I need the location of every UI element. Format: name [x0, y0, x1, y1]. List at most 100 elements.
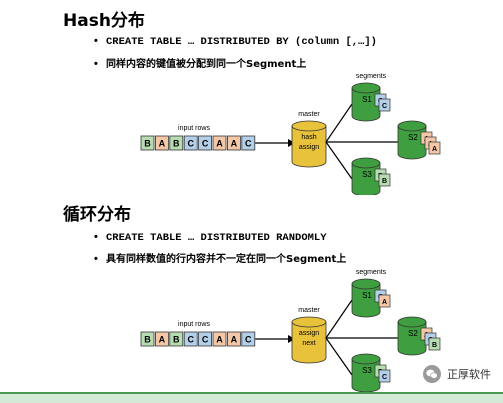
section2-input-row-letter: A — [159, 335, 166, 345]
section2-segment-cylinder — [351, 278, 381, 318]
section1-segment-card — [378, 98, 391, 112]
section2-master-text-1: assign — [299, 330, 319, 337]
section2-bullet-2: •具有同样数值的行内容并不一定在同一个Segment上 — [94, 253, 347, 265]
section1-input-row-cell — [140, 135, 155, 151]
section2-input-row-letter: C — [202, 335, 209, 345]
section1-segment-cylinder-body — [351, 87, 381, 122]
section2-input-row-cell — [212, 331, 227, 347]
section1-bullet-1: •CREATE TABLE … DISTRIBUTED BY (column [… — [94, 35, 377, 48]
section1-input-row-letter: C — [245, 139, 252, 149]
section1-input-row-cell — [198, 135, 213, 151]
section1-segment-card — [428, 141, 441, 155]
section1-input-row-letter: B — [144, 139, 151, 149]
section1-input-row-cell — [226, 135, 241, 151]
section1-connector-line — [325, 141, 353, 180]
section2-segment-card-letter: C — [382, 374, 387, 381]
section1-input-row-cell — [154, 135, 169, 151]
section2-segments-label: segments — [356, 269, 387, 276]
footer-bar — [0, 394, 503, 403]
section1-input-row-letter: C — [187, 139, 194, 149]
section2-input-row-cell — [198, 331, 213, 347]
section2-input-row-cell — [241, 331, 256, 347]
section2-input-row-letter: B — [173, 335, 180, 345]
section1-master-cylinder-top — [291, 120, 327, 132]
section1-input-row-letter: C — [202, 139, 209, 149]
section1-segment-cylinder — [351, 82, 381, 122]
section1-bullet-2: •同样内容的键值被分配到同一个Segment上 — [94, 58, 307, 70]
section1-master-text-1: hash — [301, 134, 316, 141]
section2-master-cylinder-top — [291, 316, 327, 328]
section1-segment-cylinder-body — [397, 125, 427, 160]
section2-master-label: master — [298, 307, 320, 314]
section2-segment-cylinder-body — [397, 321, 427, 356]
section2-segment-cylinder-top — [351, 278, 381, 290]
section2-input-row-cell — [183, 331, 198, 347]
section1-connector-line — [325, 103, 353, 143]
section1-segment-card-letter: B — [382, 178, 387, 185]
section2-segment-card-letter: B — [432, 342, 437, 349]
section2-segment-cylinder-body — [351, 283, 381, 318]
section1-segment-name: S2 — [408, 133, 418, 142]
section2-master-text-2: next — [302, 340, 315, 347]
section1-master-text-2: assign — [299, 144, 319, 151]
section1-segment-cylinder-top — [351, 157, 381, 169]
section1-arrow-head — [288, 139, 295, 147]
section2-segment-card — [378, 294, 391, 308]
section1-master-cylinder — [291, 120, 327, 168]
section2-connector-line — [325, 299, 353, 339]
section2-input-row-letter: C — [245, 335, 252, 345]
section1-input-row-cell — [212, 135, 227, 151]
section2-connector-line — [325, 337, 353, 376]
section1-input-row-letter: A — [159, 139, 166, 149]
section2-bullet-1: •CREATE TABLE … DISTRIBUTED RANDOMLY — [94, 231, 327, 244]
section2-segment-cylinder — [397, 316, 427, 356]
section2-arrow-head — [288, 335, 295, 343]
section1-segments-label: segments — [356, 73, 387, 80]
wechat-logo-icon — [423, 365, 441, 383]
section1-master-cylinder-body — [291, 125, 327, 168]
section2-input-row-letter: A — [216, 335, 223, 345]
section1-input-row-letter: A — [216, 139, 223, 149]
section2-segment-name: S1 — [362, 291, 372, 300]
section2-master-cylinder — [291, 316, 327, 364]
section1-segment-name: S3 — [362, 170, 372, 179]
section1-segment-cylinder-top — [397, 120, 427, 132]
section2-input-row-cell — [226, 331, 241, 347]
section1-input-row-cell — [241, 135, 256, 151]
section2-master-cylinder-body — [291, 321, 327, 364]
section1-input-row-cell — [169, 135, 184, 151]
section2-segment-name: S3 — [362, 366, 372, 375]
section1-segment-name: S1 — [362, 95, 372, 104]
section1-master-label: master — [298, 111, 320, 118]
section1-title: Hash分布 — [63, 11, 145, 31]
section1-input-row-letter: B — [173, 139, 180, 149]
section1-segment-cylinder — [397, 120, 427, 160]
section1-segment-cylinder — [351, 157, 381, 195]
section1-segment-card-letter: C — [382, 103, 387, 110]
section1-segment-cylinder-top — [351, 82, 381, 94]
section2-input-row-letter: B — [144, 335, 151, 345]
section2-segment-card — [378, 369, 391, 383]
section2-input-row-cell — [140, 331, 155, 347]
section2-input-row-letter: C — [187, 335, 194, 345]
section2-segment-cylinder — [351, 353, 381, 393]
section2-title: 循环分布 — [63, 205, 131, 225]
section1-segment-card-letter: A — [432, 146, 437, 153]
section1-input-label: input rows — [178, 125, 210, 132]
section2-segment-cylinder-top — [351, 353, 381, 365]
section2-input-row-cell — [154, 331, 169, 347]
section2-segment-card-letter: A — [382, 299, 387, 306]
section1-input-row-letter: A — [231, 139, 238, 149]
section1-segment-card — [378, 173, 391, 187]
section2-segment-cylinder-top — [397, 316, 427, 328]
section2-segment-card — [428, 337, 441, 351]
footer-divider — [0, 392, 503, 394]
section2-segment-cylinder-body — [351, 358, 381, 393]
watermark-text: 正厚软件 — [447, 368, 491, 381]
section1-segment-cylinder-body — [351, 162, 381, 195]
section2-input-row-cell — [169, 331, 184, 347]
section1-input-row-cell — [183, 135, 198, 151]
section2-input-row-letter: A — [231, 335, 238, 345]
